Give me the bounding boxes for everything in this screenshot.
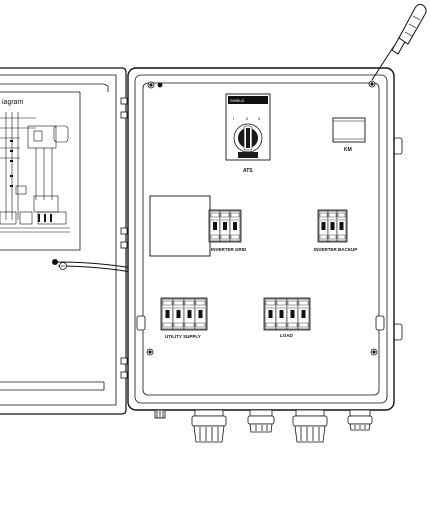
breaker-pole [194,298,207,330]
screwdriver-icon [371,3,427,81]
enclosure-screw-icon [146,80,378,356]
breaker-pole [229,210,241,242]
blank-cover-plate [149,195,211,257]
breaker-pole [318,210,329,242]
breaker-pole [183,298,196,330]
cable-gland [191,409,227,443]
breaker-pole [286,298,299,330]
door-schematic [0,112,70,233]
breaker-utility-supply [160,297,208,331]
inverter-grid-label: INVERTER GRID [211,247,247,252]
km-contactor [332,117,366,143]
cable-gland [247,409,275,433]
load-label: LOAD [280,333,293,338]
ats-position-ii: II [258,116,260,121]
breaker-load [263,297,311,331]
ats-position-0: 0 [246,116,249,121]
ats-switch [225,93,271,161]
breaker-pole [219,210,231,242]
breaker-pole [297,298,310,330]
door-diagram-title: iagram [2,99,24,106]
door-schematic-markers [10,140,52,222]
ats-position-i: I [233,116,234,121]
breaker-pole [275,298,288,330]
breaker-inverter-grid [208,209,242,243]
inverter-backup-label: INVERTER BACKUP [314,247,357,252]
ats-position-markers: I 0 II [233,116,260,121]
cable-gland [347,409,373,431]
km-label: KM [344,147,352,153]
utility-supply-label: UTILITY SUPPLY [165,334,201,339]
breaker-inverter-backup [317,209,348,243]
ats-header-text: SHIELD [230,98,245,103]
ats-label: ATS [243,168,253,174]
cable-glands [154,409,373,443]
open-door [0,67,127,415]
breaker-pole [209,210,221,242]
ground-terminal-icon [52,259,67,270]
side-latch [136,315,385,331]
breaker-group [160,209,348,331]
hinge-icon [120,97,403,379]
cable-gland [292,409,328,443]
breaker-pole [327,210,338,242]
breaker-pole [161,298,174,330]
breaker-pole [172,298,185,330]
breaker-pole [336,210,347,242]
breaker-pole [264,298,277,330]
